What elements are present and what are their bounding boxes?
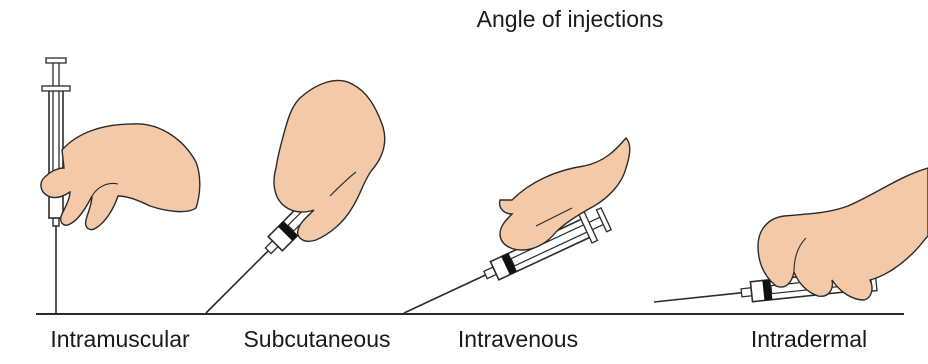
- intradermal-illustration: [652, 168, 928, 318]
- id-hand: [758, 168, 928, 300]
- sc-needle: [206, 249, 270, 313]
- intravenous-illustration: [397, 138, 630, 328]
- im-hand: [41, 124, 200, 230]
- iv-needle: [404, 274, 487, 313]
- im-plunger-rod: [53, 62, 59, 182]
- label-intravenous: Intravenous: [438, 326, 598, 353]
- label-intradermal: Intradermal: [724, 326, 894, 353]
- subcutaneous-illustration: [195, 80, 385, 324]
- id-needle: [654, 293, 744, 302]
- label-subcutaneous: Subcutaneous: [222, 326, 412, 353]
- label-intramuscular: Intramuscular: [20, 326, 220, 353]
- im-flange: [42, 86, 70, 91]
- im-thumb-rest: [46, 58, 66, 63]
- intramuscular-illustration: [41, 58, 200, 313]
